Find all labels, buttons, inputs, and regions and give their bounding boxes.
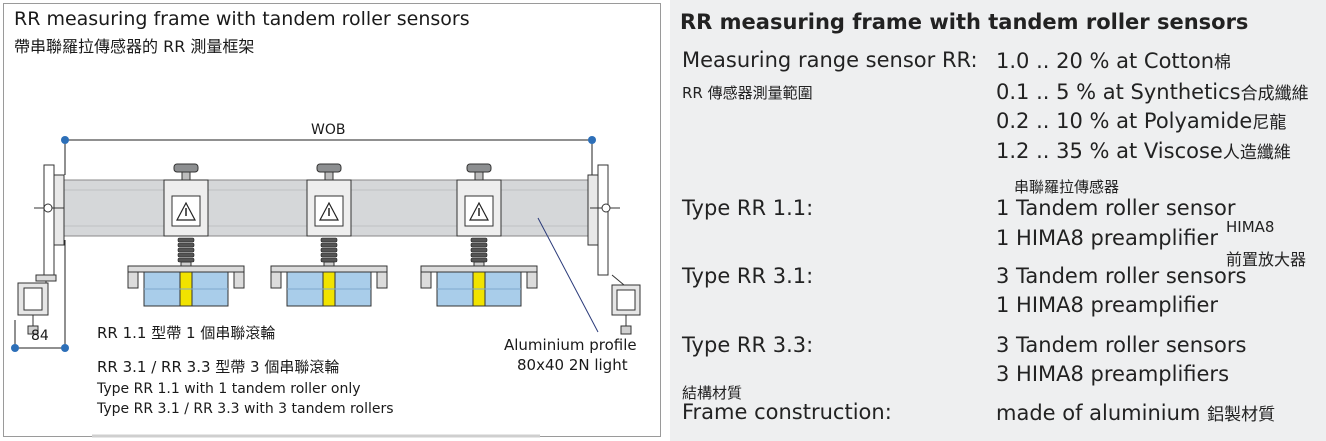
range-cotton: 1.0 .. 20 % at Cotton棉 bbox=[996, 49, 1232, 73]
dim-84-label: 84 bbox=[31, 328, 49, 344]
type-rr31-label: Type RR 3.1: bbox=[682, 264, 814, 288]
caption-en-1: Type RR 1.1 with 1 tandem roller only bbox=[97, 381, 361, 397]
rr33-preamps: 3 HIMA8 preamplifiers bbox=[996, 362, 1230, 386]
wob-label: WOB bbox=[311, 122, 346, 138]
spec-panel: RR measuring frame with tandem roller se… bbox=[670, 0, 1326, 441]
left-end-bracket bbox=[17, 164, 65, 335]
profile-label-2: 80x40 2N light bbox=[517, 356, 628, 374]
left-title-en: RR measuring frame with tandem roller se… bbox=[14, 8, 470, 30]
tandem-roller-sensor bbox=[270, 163, 388, 307]
rr11-sensor: 1 Tandem roller sensor bbox=[996, 196, 1236, 220]
spec-title: RR measuring frame with tandem roller se… bbox=[680, 10, 1249, 34]
caption-en-2: Type RR 3.1 / RR 3.3 with 3 tandem rolle… bbox=[97, 401, 394, 417]
rr31-sensors: 3 Tandem roller sensors bbox=[996, 264, 1247, 288]
caption-zh-2: RR 3.1 / RR 3.3 型帶 3 個串聯滾輪 bbox=[97, 358, 340, 376]
range-viscose: 1.2 .. 35 % at Viscose人造纖維 bbox=[996, 139, 1291, 163]
right-end-bracket bbox=[587, 164, 641, 335]
tandem-roller-sensor bbox=[420, 163, 538, 307]
caption-zh-1: RR 1.1 型帶 1 個串聯滾輪 bbox=[97, 324, 276, 342]
diagram-panel: RR measuring frame with tandem roller se… bbox=[3, 3, 661, 438]
range-label: Measuring range sensor RR: bbox=[682, 48, 978, 72]
range-synthetics: 0.1 .. 5 % at Synthetics合成纖維 bbox=[996, 80, 1309, 104]
construction-zh: 結構材質 bbox=[682, 384, 743, 402]
hima8-note: HIMA8 bbox=[1226, 218, 1275, 236]
sensor-zh: 串聯羅拉傳感器 bbox=[1014, 178, 1120, 196]
construction-label: Frame construction: bbox=[682, 400, 892, 424]
tandem-roller-sensor bbox=[127, 163, 245, 307]
frame-diagram bbox=[11, 136, 641, 438]
dimension-84 bbox=[11, 240, 69, 352]
wob-dimension bbox=[61, 136, 596, 175]
rr31-preamp: 1 HIMA8 preamplifier bbox=[996, 293, 1219, 317]
preamp-zh: 前置放大器 bbox=[1226, 250, 1307, 269]
profile-leader-line bbox=[537, 217, 599, 333]
rr33-sensors: 3 Tandem roller sensors bbox=[996, 333, 1247, 357]
range-polyamide: 0.2 .. 10 % at Polyamide尼龍 bbox=[996, 109, 1287, 133]
profile-label-1: Aluminium profile bbox=[504, 336, 637, 354]
construction-value: made of aluminium 鋁製材質 bbox=[996, 401, 1276, 425]
type-rr33-label: Type RR 3.3: bbox=[682, 333, 814, 357]
range-label-zh: RR 傳感器測量範圍 bbox=[682, 84, 813, 102]
left-title-zh: 帶串聯羅拉傳感器的 RR 測量框架 bbox=[14, 37, 255, 56]
rr11-preamp: 1 HIMA8 preamplifier bbox=[996, 226, 1219, 250]
type-rr11-label: Type RR 1.1: bbox=[682, 196, 814, 220]
